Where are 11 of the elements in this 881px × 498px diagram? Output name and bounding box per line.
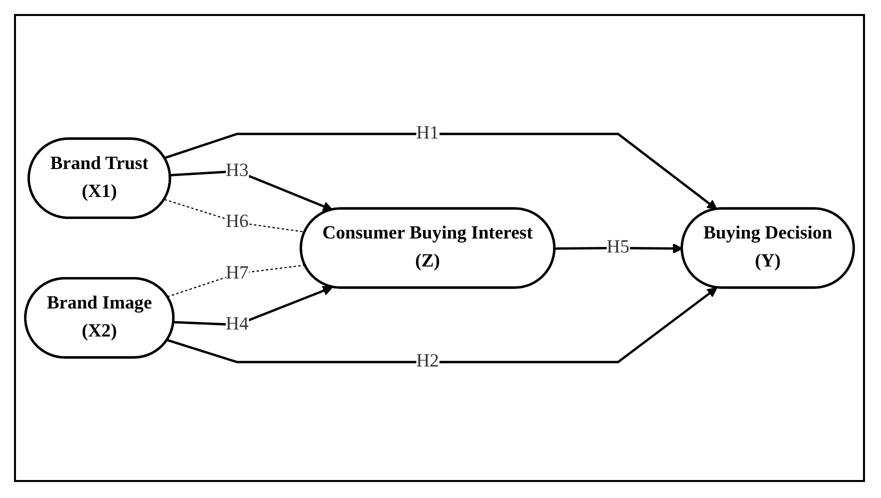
edge-label: H7 [226, 263, 249, 283]
edge-label: H4 [226, 314, 249, 334]
arrow [164, 132, 718, 210]
edge-label: H5 [606, 238, 630, 258]
edge-label: H6 [226, 212, 249, 232]
edge-label: H3 [226, 160, 249, 180]
edge-label: H2 [416, 352, 439, 372]
edge-label: H1 [416, 123, 439, 144]
diagram-frame: H1 H3 H6 H5 H7 H4 H2 Brand Trust (X1) Consumer Buying Interest (Z) Buying Decision (Y) Brand Image (X2) [14, 14, 865, 482]
arrow [167, 287, 718, 364]
connector [167, 264, 306, 298]
